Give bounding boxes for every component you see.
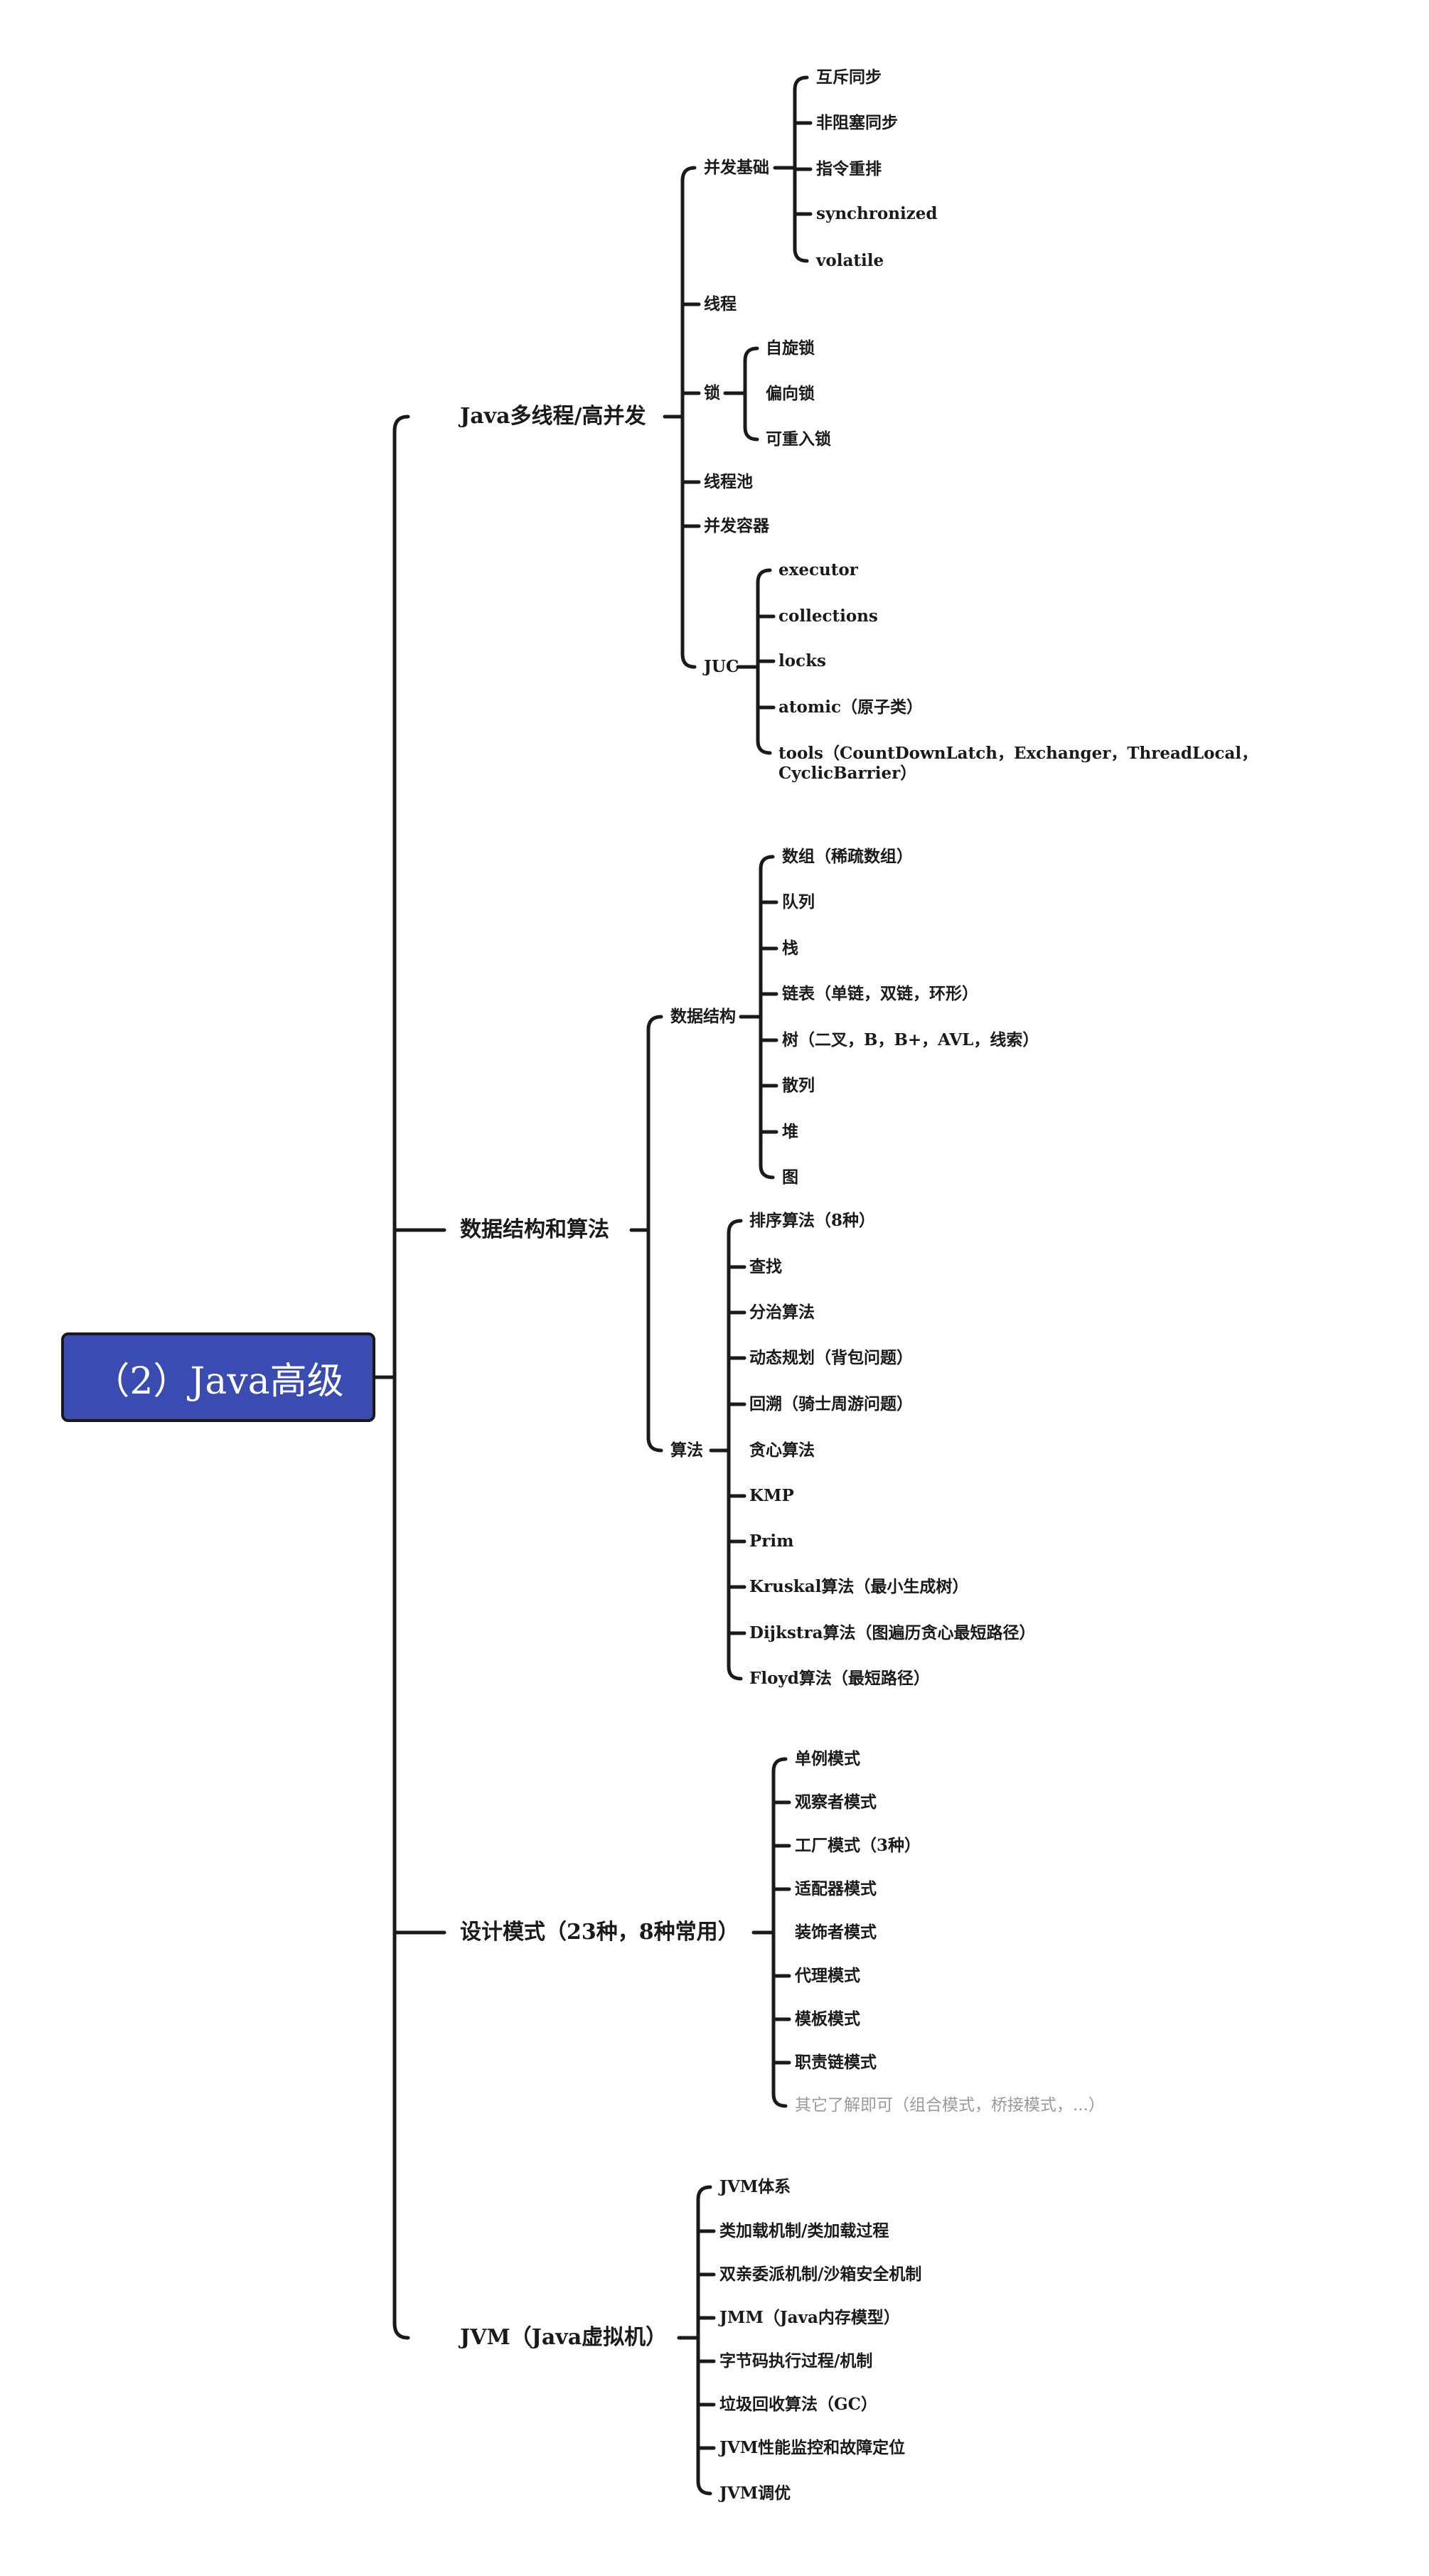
branch-jvm[interactable]: JVM（Java虚拟机）	[460, 2325, 668, 2350]
leaf-tree[interactable]: 树（二叉，B，B+，AVL，线索）	[782, 1030, 1039, 1049]
leaf-biased-lock[interactable]: 偏向锁	[766, 384, 815, 403]
leaf-heap[interactable]: 堆	[782, 1122, 798, 1141]
leaf-reentrant-lock[interactable]: 可重入锁	[766, 429, 831, 449]
leaf-mutex-sync[interactable]: 互斥同步	[816, 68, 882, 87]
leaf-spin-lock[interactable]: 自旋锁	[766, 338, 815, 358]
leaf-volatile[interactable]: volatile	[816, 251, 884, 270]
leaf-synchronized[interactable]: synchronized	[816, 204, 938, 223]
root-topic[interactable]: （2）Java高级	[61, 1332, 375, 1422]
topic-juc[interactable]: JUC	[704, 657, 739, 676]
leaf-jvm-architecture[interactable]: JVM体系	[719, 2177, 791, 2196]
leaf-nonblocking-sync[interactable]: 非阻塞同步	[816, 113, 898, 132]
leaf-gc-algorithms[interactable]: 垃圾回收算法（GC）	[719, 2395, 877, 2414]
leaf-others[interactable]: 其它了解即可（组合模式，桥接模式，...）	[795, 2096, 1105, 2115]
leaf-template[interactable]: 模板模式	[795, 2009, 860, 2029]
topic-data-structures[interactable]: 数据结构	[670, 1007, 736, 1026]
leaf-observer[interactable]: 观察者模式	[795, 1792, 877, 1812]
leaf-class-loading[interactable]: 类加载机制/类加载过程	[719, 2221, 889, 2240]
leaf-floyd[interactable]: Floyd算法（最短路径）	[749, 1669, 930, 1688]
branch-data-structures-algorithms[interactable]: 数据结构和算法	[460, 1217, 609, 1242]
leaf-greedy[interactable]: 贪心算法	[749, 1441, 815, 1460]
leaf-sorting[interactable]: 排序算法（8种）	[749, 1211, 876, 1230]
topic-concurrent-containers[interactable]: 并发容器	[704, 516, 769, 535]
leaf-prim[interactable]: Prim	[749, 1532, 794, 1551]
topic-thread-pool[interactable]: 线程池	[704, 472, 753, 491]
leaf-graph[interactable]: 图	[782, 1167, 798, 1187]
leaf-tools[interactable]: tools（CountDownLatch，Exchanger，ThreadLoc…	[778, 744, 1258, 783]
leaf-divide-conquer[interactable]: 分治算法	[749, 1303, 815, 1322]
topic-concurrency-basics[interactable]: 并发基础	[704, 158, 769, 177]
leaf-parent-delegation[interactable]: 双亲委派机制/沙箱安全机制	[719, 2265, 922, 2284]
leaf-proxy[interactable]: 代理模式	[795, 1966, 860, 1985]
leaf-kruskal[interactable]: Kruskal算法（最小生成树）	[749, 1577, 969, 1596]
leaf-kmp[interactable]: KMP	[749, 1486, 794, 1505]
leaf-chain-of-responsibility[interactable]: 职责链模式	[795, 2053, 877, 2072]
leaf-atomic[interactable]: atomic（原子类）	[778, 698, 923, 717]
leaf-factory[interactable]: 工厂模式（3种）	[795, 1836, 921, 1855]
root-topic-label: （2）Java高级	[92, 1359, 344, 1403]
topic-lock[interactable]: 锁	[704, 383, 720, 402]
leaf-singleton[interactable]: 单例模式	[795, 1749, 860, 1768]
leaf-locks[interactable]: locks	[778, 651, 826, 670]
leaf-bytecode-execution[interactable]: 字节码执行过程/机制	[719, 2351, 873, 2371]
branch-design-patterns[interactable]: 设计模式（23种，8种常用）	[460, 1920, 739, 1945]
leaf-adapter[interactable]: 适配器模式	[795, 1879, 877, 1898]
leaf-collections[interactable]: collections	[778, 606, 878, 626]
leaf-stack[interactable]: 栈	[782, 939, 798, 958]
leaf-search[interactable]: 查找	[749, 1257, 782, 1276]
leaf-executor[interactable]: executor	[778, 560, 858, 579]
leaf-backtracking[interactable]: 回溯（骑士周游问题）	[749, 1394, 913, 1413]
branch-java-concurrency[interactable]: Java多线程/高并发	[460, 404, 646, 429]
leaf-queue[interactable]: 队列	[782, 892, 815, 912]
topic-algorithms[interactable]: 算法	[670, 1441, 703, 1460]
leaf-hash[interactable]: 散列	[782, 1076, 815, 1095]
topic-thread[interactable]: 线程	[704, 294, 737, 314]
leaf-dijkstra[interactable]: Dijkstra算法（图遍历贪心最短路径）	[749, 1623, 1036, 1642]
leaf-linked-list[interactable]: 链表（单链，双链，环形）	[782, 984, 978, 1003]
leaf-array[interactable]: 数组（稀疏数组）	[782, 847, 913, 866]
leaf-jvm-tuning[interactable]: JVM调优	[719, 2484, 791, 2503]
leaf-decorator[interactable]: 装饰者模式	[795, 1923, 877, 1942]
leaf-jmm[interactable]: JMM（Java内存模型）	[719, 2308, 900, 2327]
leaf-jvm-monitoring[interactable]: JVM性能监控和故障定位	[719, 2438, 906, 2457]
leaf-dynamic-programming[interactable]: 动态规划（背包问题）	[749, 1348, 913, 1367]
leaf-instruction-reorder[interactable]: 指令重排	[816, 159, 882, 178]
